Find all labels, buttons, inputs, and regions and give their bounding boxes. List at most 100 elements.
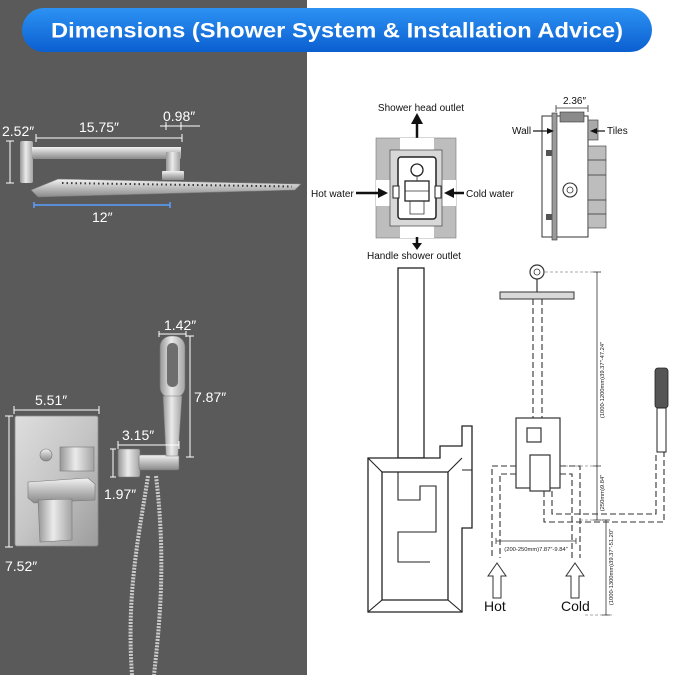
hot-supply-pipe: [491, 465, 516, 558]
shower-head-top-view: [529, 264, 545, 280]
holder-length-line: [117, 441, 180, 449]
banner-title: Dimensions (Shower System & Installation…: [51, 20, 623, 43]
head-width-line: [33, 202, 171, 208]
trim-width-line: [13, 406, 100, 414]
cartridge-detail: [405, 176, 429, 215]
side-cap: [559, 111, 585, 123]
valve-height-label: (1000-1300mm)39.37″-51.20″: [609, 529, 615, 605]
schematic-handheld-head: [654, 367, 669, 409]
handheld-handle: [162, 395, 183, 457]
lever-inner-detail: [367, 457, 472, 613]
valve-front-diagram: Shower head outlet Hot water Cold water …: [311, 103, 514, 262]
installation-dimensions: (1000-1200mm)39.37″-47.24″ (250mm)9.84″ …: [495, 271, 615, 616]
trim-width-label: 5.51″: [35, 392, 67, 408]
valve-side-diagram: 2.36″ Wall Tiles: [512, 96, 628, 241]
handheld-length-line: [186, 335, 194, 458]
shower-hose-strand: [152, 475, 164, 675]
tiles-label: Tiles: [607, 126, 628, 137]
schematic-handle: [529, 454, 551, 492]
valve-trim-kit: [14, 415, 99, 547]
rain-shower-head-assembly: [20, 141, 302, 198]
lever-body: [37, 498, 73, 543]
head-height-label: (1000-1200mm)39.37″-47.24″: [600, 342, 606, 418]
trim-height-label: 7.52″: [5, 558, 37, 574]
banner-background: [22, 8, 652, 52]
head-connector: [162, 171, 184, 180]
left-panel-background: [0, 0, 307, 675]
wall-plate: [551, 112, 558, 241]
arm-diameter-line: [160, 122, 200, 130]
holder-length-label: 3.15″: [122, 427, 154, 443]
head-width-label: 12″: [92, 209, 113, 225]
inlet-spacing-dimension-line: [495, 538, 577, 544]
wall-label: Wall: [512, 126, 531, 137]
tiles-arrow-icon: [590, 128, 597, 134]
shower-arm: [32, 147, 181, 159]
cold-inlet-arrow-icon: [565, 562, 585, 599]
handheld-shower-set: [117, 335, 186, 675]
handheld-head-width-label: 1.42″: [164, 317, 196, 333]
title-banner: Dimensions (Shower System & Installation…: [22, 8, 652, 52]
shower-head-outlet-label: Shower head outlet: [378, 103, 464, 114]
shower-hose: [128, 475, 150, 675]
handheld-dimensions: 1.42″ 7.87″ 3.15″ 1.97″: [104, 317, 226, 502]
handheld-holder: [138, 454, 180, 471]
diverter-housing: [59, 446, 95, 472]
bottom-port-notch: [400, 226, 434, 238]
valve-trim-dimensions: 5.51″ 7.52″: [5, 392, 100, 574]
side-port-inner: [566, 186, 574, 194]
valve-offset-dimension-line: [593, 466, 601, 521]
lever-handle-outline: [367, 267, 473, 613]
side-port: [562, 182, 578, 198]
side-mount-tab: [546, 150, 552, 156]
arm-length-line: [35, 134, 183, 142]
schematic-handheld-handle: [656, 407, 667, 453]
handle-shower-outlet-label: Handle shower outlet: [367, 251, 461, 262]
wall-arrow-icon: [547, 128, 554, 134]
holder-height-line: [110, 448, 116, 478]
side-inlet-ribs: [588, 159, 606, 215]
hot-inlet-arrow-icon: [487, 562, 507, 599]
cold-water-arrow-icon: [444, 188, 454, 198]
shower-head-outlet-arrow-icon: [411, 113, 423, 124]
arm-length-label: 15.75″: [79, 119, 119, 135]
right-inlet-port: [434, 185, 442, 199]
lever-stem-outline: [397, 267, 425, 459]
top-port-notch: [400, 138, 434, 150]
left-inlet-port: [392, 185, 400, 199]
handheld-length-label: 7.87″: [194, 389, 226, 405]
mixer-lever: [27, 477, 96, 504]
handheld-supply-pipe: [543, 452, 665, 523]
valve-height-dimension-line: [602, 519, 610, 616]
cold-water-label: Cold water: [466, 189, 514, 200]
cold-label: Cold: [561, 598, 590, 614]
side-depth-line: [555, 105, 589, 112]
wall-flange: [20, 141, 33, 183]
schematic-diverter: [526, 427, 542, 443]
riser-pipe: [532, 299, 543, 418]
arm-diameter-label: 0.98″: [163, 108, 195, 124]
valve-cartridge: [397, 156, 437, 220]
arm-elbow: [166, 152, 180, 172]
hot-water-arrow-icon: [378, 188, 388, 198]
shower-head-top-view-inner: [533, 268, 541, 276]
wall-supply-elbow: [117, 448, 141, 478]
side-depth-label: 2.36″: [563, 96, 586, 107]
hot-label: Hot: [484, 598, 506, 614]
side-inlet-block: [587, 145, 607, 229]
shower-head-dimensions: 2.52″ 15.75″ 0.98″ 12″: [2, 108, 200, 225]
side-mount-tab-lower: [546, 214, 552, 220]
holder-height-label: 1.97″: [104, 486, 136, 502]
flange-height-label: 2.52″: [2, 123, 34, 139]
lever-inner-outline: [381, 471, 449, 601]
inlet-spacing-label: (200-250mm)7.87″-9.84″: [504, 547, 567, 553]
hot-water-label: Hot water: [311, 189, 354, 200]
flange-height-line: [6, 140, 14, 184]
trim-height-line: [5, 415, 13, 548]
installation-schematic: Hot Cold: [484, 264, 669, 616]
handheld-spray-face: [167, 343, 178, 387]
diverter-knob: [39, 448, 53, 462]
handle-shower-outlet-arrow-icon: [412, 243, 422, 250]
